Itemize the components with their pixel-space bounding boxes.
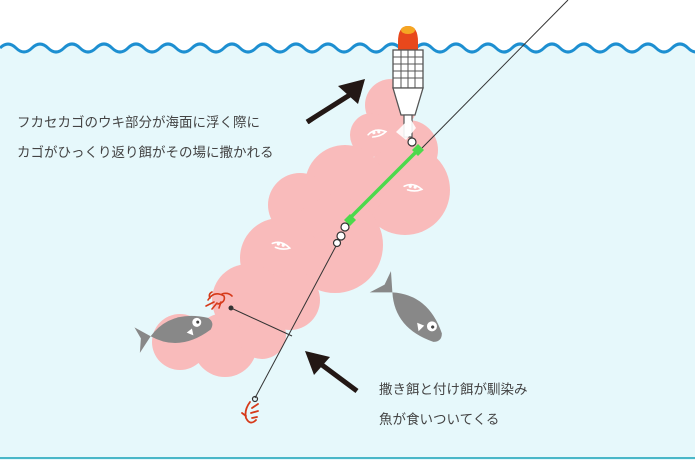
fish-explanation: 撒き餌と付け餌が馴染み 魚が食いついてくる — [379, 375, 528, 435]
leader-line — [346, 148, 420, 222]
arrow-to-float — [305, 79, 365, 125]
caption-line: 魚が食いついてくる — [379, 412, 500, 428]
fukase-kago-float-icon — [392, 26, 424, 147]
caption-line: フカセカゴのウキ部分が海面に浮く際に — [17, 115, 260, 131]
sea-surface-wave — [0, 42, 695, 54]
caption-line: 撒き餌と付け餌が馴染み — [379, 382, 528, 398]
swivel-icon — [332, 222, 350, 248]
shrimp-bit-icon — [271, 241, 292, 250]
shrimp-bait-icon — [205, 291, 233, 310]
shrimp-bit-icon — [367, 129, 388, 138]
fish-icon — [369, 271, 442, 342]
fish-icon — [134, 315, 213, 353]
main-line — [421, 0, 569, 149]
shrimp-bit-icon — [403, 183, 424, 192]
harris-line — [254, 245, 337, 399]
branch-knot — [228, 305, 234, 311]
branch-line — [230, 307, 293, 337]
float-explanation: フカセカゴのウキ部分が海面に浮く際に カゴがひっくり返り餌がその場に撒かれる — [17, 108, 274, 168]
caption-line: カゴがひっくり返り餌がその場に撒かれる — [17, 145, 274, 161]
leader-knot — [412, 144, 424, 156]
arrow-to-bait — [305, 351, 359, 394]
chum-shrimp-bits — [271, 129, 424, 250]
hook-icon — [241, 395, 259, 424]
